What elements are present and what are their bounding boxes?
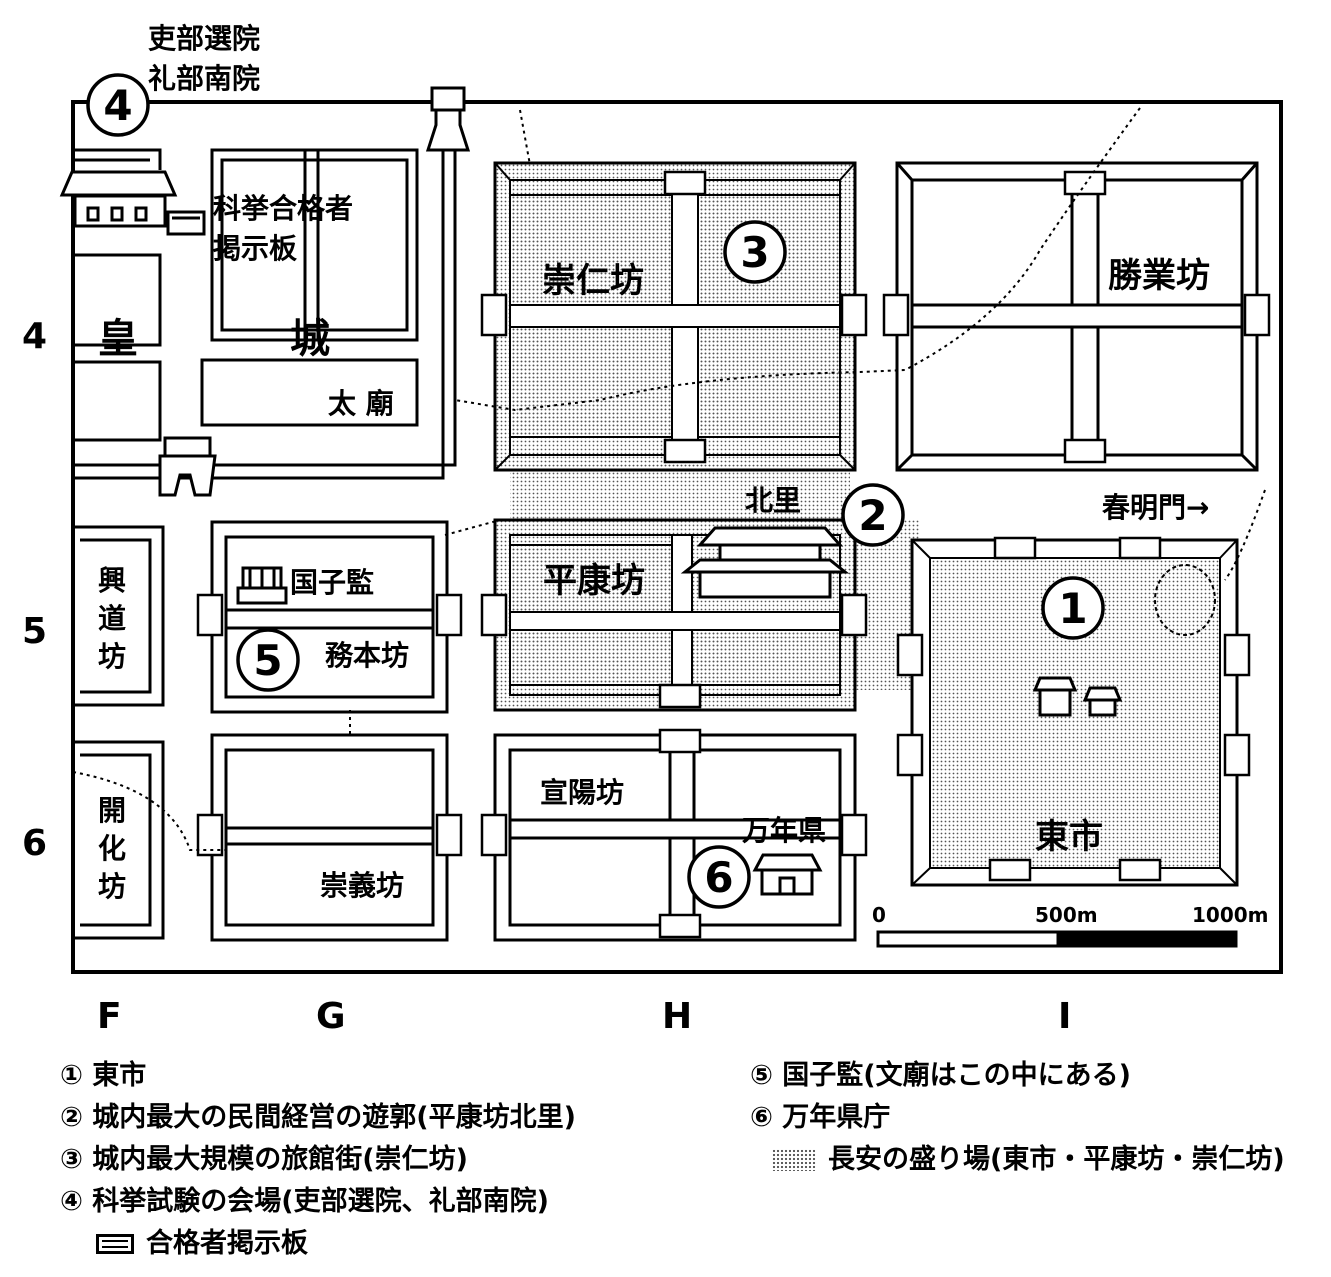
col-label-f: F	[97, 996, 122, 1037]
marker-1-circle	[1041, 576, 1105, 640]
marker-3: 3	[740, 228, 769, 277]
exam-hall-icon	[59, 170, 178, 228]
marker-6: 6	[704, 853, 733, 902]
ward-sujin	[493, 161, 857, 472]
scale-bar	[876, 930, 1238, 948]
taibyo-label: 太 廟	[328, 387, 394, 420]
county-office-icon	[752, 853, 823, 896]
legend-left: ① 東市 ② 城内最大の民間経営の遊郭(平康坊北里) ③ 城内最大規模の旅館街(…	[60, 1055, 576, 1265]
legend-item-shade: 長安の盛り場(東市・平康坊・崇仁坊)	[750, 1139, 1285, 1181]
kodo-label-2: 道	[98, 602, 126, 635]
legend: ① 東市 ② 城内最大の民間経営の遊郭(平康坊北里) ③ 城内最大規模の旅館街(…	[60, 1055, 1320, 1270]
marker-3-circle	[723, 220, 787, 284]
row-label-4: 4	[22, 316, 47, 357]
legend-item-1: ① 東市	[60, 1060, 147, 1091]
heiko-label: 平康坊	[543, 561, 645, 601]
north-gate-icon	[425, 86, 471, 152]
imperial-gate-icon	[158, 436, 217, 497]
shogyo-label: 勝業坊	[1108, 256, 1210, 296]
shade-connector	[510, 465, 850, 525]
senyo-label: 宣陽坊	[540, 776, 624, 809]
ward-sugi	[210, 733, 449, 942]
legend-right: ⑤ 国子監(文廟はこの中にある) ⑥ 万年県庁 長安の盛り場(東市・平康坊・崇仁…	[750, 1055, 1285, 1181]
ward-shogyo	[895, 161, 1259, 472]
scale-label-0: 0	[872, 903, 886, 927]
office-label-1: 吏部選院	[148, 22, 260, 55]
legend-shade-label: 長安の盛り場(東市・平康坊・崇仁坊)	[828, 1144, 1285, 1175]
marker-1: 1	[1058, 584, 1087, 633]
legend-item-6: ⑥ 万年県庁	[750, 1102, 891, 1133]
col-label-h: H	[662, 996, 692, 1037]
mubon-label: 務本坊	[325, 639, 409, 672]
ward-kaika	[73, 740, 165, 940]
marker-2: 2	[858, 491, 887, 540]
board-label-1: 科挙合格者	[213, 192, 353, 225]
scale-label-500: 500m	[1035, 903, 1098, 927]
legend-item-2: ② 城内最大の民間経営の遊郭(平康坊北里)	[60, 1102, 576, 1133]
legend-board-label: 合格者掲示板	[146, 1228, 308, 1259]
kaika-label-3: 坊	[98, 870, 126, 903]
kodo-label-1: 興	[98, 564, 126, 597]
legend-item-3: ③ 城内最大規模の旅館街(崇仁坊)	[60, 1144, 468, 1175]
legend-item-board: 合格者掲示板	[60, 1223, 576, 1265]
gate-label: 春明門→	[1102, 491, 1209, 524]
legend-item-5: ⑤ 国子監(文廟はこの中にある)	[750, 1060, 1131, 1091]
notice-board-icon	[96, 1234, 134, 1254]
marker-6-circle	[687, 845, 751, 909]
board-label-2: 掲示板	[213, 232, 297, 265]
map-frame	[71, 100, 1283, 974]
scale-label-1000: 1000m	[1192, 903, 1269, 927]
changan-map: 0 500m 1000m 1 2 3 4 5 6 吏部選院 礼部南院 科挙合格者…	[22, 22, 1283, 1037]
office-label-2: 礼部南院	[148, 62, 260, 95]
kojo-label-2: 城	[290, 316, 330, 362]
marker-5: 5	[253, 636, 282, 685]
marker-4-circle	[86, 73, 150, 137]
hokuri-label: 北里	[745, 484, 801, 517]
row-label-6: 6	[22, 823, 47, 864]
toshi-label: 東市	[1035, 817, 1103, 857]
kojo-label-1: 皇	[98, 316, 138, 362]
sujin-label: 崇仁坊	[542, 261, 644, 301]
col-label-i: I	[1058, 996, 1071, 1037]
kaika-label-1: 開	[98, 794, 126, 827]
kokushikan-label: 国子監	[290, 566, 374, 599]
marker-4: 4	[103, 81, 132, 130]
notice-board-icon	[166, 210, 206, 236]
market-buildings-icon	[1032, 676, 1123, 717]
hokuri-building-icon	[680, 526, 850, 599]
marker-5-circle	[236, 628, 300, 692]
dotted-paths	[72, 107, 1266, 851]
marker-2-circle	[841, 483, 905, 547]
row-label-5: 5	[22, 611, 47, 652]
kokushikan-icon	[236, 566, 288, 605]
kodo-label-3: 坊	[98, 640, 126, 673]
sugi-label: 崇義坊	[320, 869, 404, 902]
mannenken-label: 万年県	[742, 814, 826, 847]
col-label-g: G	[316, 996, 346, 1037]
shade-swatch-icon	[772, 1149, 816, 1171]
ward-kodo	[73, 525, 165, 707]
kaika-label-2: 化	[98, 832, 126, 865]
legend-item-4: ④ 科挙試験の会場(吏部選院、礼部南院)	[60, 1186, 549, 1217]
